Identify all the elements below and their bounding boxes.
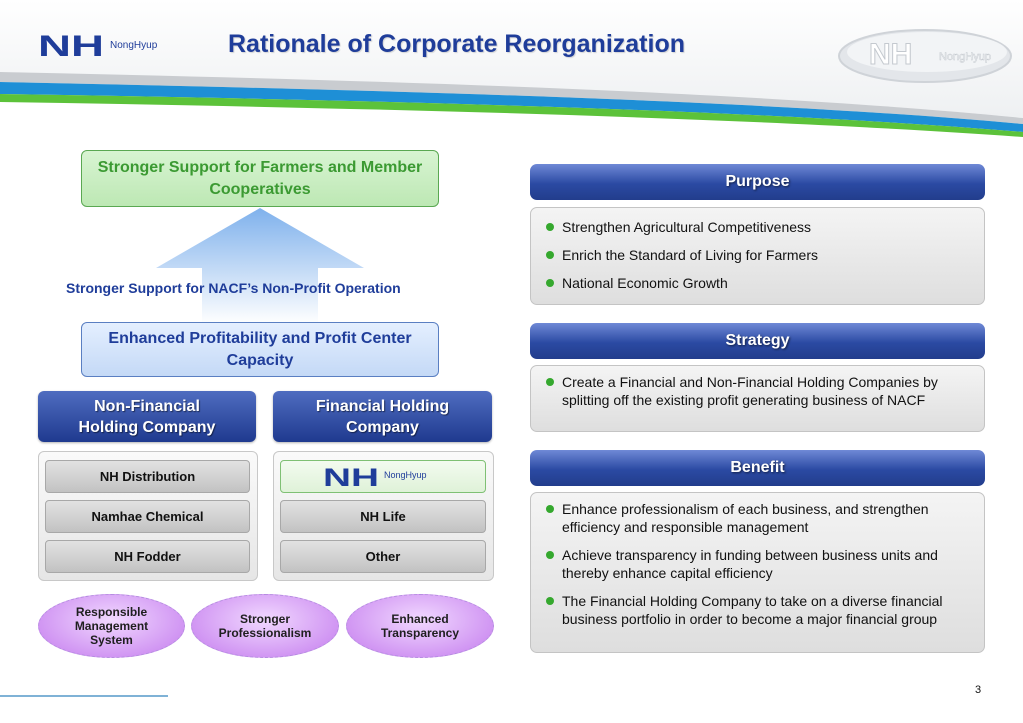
benefit-bullet: Achieve transparency in funding between … — [545, 546, 968, 582]
oval-responsible-management: Responsible Management System — [38, 594, 185, 658]
watermark-mark: NH — [869, 38, 912, 71]
company-other: Other — [280, 540, 486, 573]
watermark-subtext: NongHyup — [939, 51, 991, 63]
financial-holding-header: Financial Holding Company — [273, 391, 492, 442]
purpose-bullet: Enrich the Standard of Living for Farmer… — [545, 246, 968, 264]
logo-mark: NH — [38, 31, 104, 61]
bank-logo-subtext: NongHyup — [384, 470, 427, 480]
up-arrow-icon — [156, 208, 364, 324]
watermark-logo: NH NongHyup — [835, 18, 1015, 88]
financial-holding-title: Financial Holding Company — [315, 397, 450, 436]
header-band — [0, 0, 1023, 137]
footer-divider — [0, 695, 168, 697]
logo-subtext: NongHyup — [110, 40, 158, 51]
benefit-bullet: Enhance professionalism of each business… — [545, 500, 968, 536]
company-nh-distribution: NH Distribution — [45, 460, 250, 493]
benefit-bullet: The Financial Holding Company to take on… — [545, 592, 968, 628]
purpose-bullet: National Economic Growth — [545, 274, 968, 292]
non-financial-holding-title: Non-Financial Holding Company — [78, 397, 216, 436]
company-nh-fodder: NH Fodder — [45, 540, 250, 573]
strategy-bullet: Create a Financial and Non-Financial Hol… — [545, 373, 968, 409]
profitability-box: Enhanced Profitability and Profit Center… — [81, 322, 439, 377]
purpose-body: Strengthen Agricultural Competitiveness … — [530, 207, 985, 305]
oval-stronger-professionalism: Stronger Professionalism — [191, 594, 339, 658]
page-title: Rationale of Corporate Reorganization — [228, 30, 685, 58]
farmers-support-box: Stronger Support for Farmers and Member … — [81, 150, 439, 207]
purpose-bullet: Strengthen Agricultural Competitiveness — [545, 218, 968, 236]
benefit-header: Benefit — [530, 450, 985, 486]
purpose-header: Purpose — [530, 164, 985, 200]
oval-enhanced-transparency-label: Enhanced Transparency — [380, 612, 460, 640]
benefit-body: Enhance professionalism of each business… — [530, 492, 985, 653]
nonprofit-support-label: Stronger Support for NACF’s Non-Profit O… — [66, 280, 401, 296]
nh-nonghyup-bank-logo: NH NongHyup — [280, 460, 486, 493]
oval-responsible-management-label: Responsible Management System — [74, 605, 149, 647]
company-nh-life: NH Life — [280, 500, 486, 533]
strategy-body: Create a Financial and Non-Financial Hol… — [530, 365, 985, 432]
company-namhae-chemical: Namhae Chemical — [45, 500, 250, 533]
nh-logo: NH NongHyup — [38, 30, 178, 63]
oval-stronger-professionalism-label: Stronger Professionalism — [218, 612, 312, 640]
strategy-header: Strategy — [530, 323, 985, 359]
bank-logo-mark: NH — [323, 465, 379, 489]
non-financial-holding-header: Non-Financial Holding Company — [38, 391, 256, 442]
page-number: 3 — [975, 684, 982, 696]
oval-enhanced-transparency: Enhanced Transparency — [346, 594, 494, 658]
